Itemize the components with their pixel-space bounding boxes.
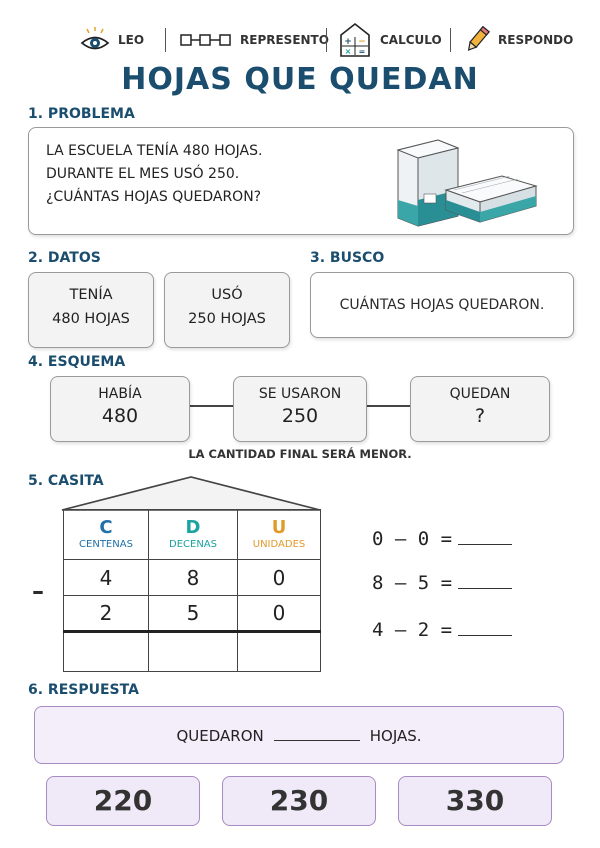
steps-bar: LEO REPRESENTO + − × = CALCULO [0, 22, 600, 58]
equation-units: 0 – 0 = [372, 528, 513, 550]
result-cell[interactable] [63, 631, 149, 672]
answer-sentence: QUEDARON HOJAS. [35, 727, 563, 745]
step-label: REPRESENTO [240, 33, 329, 47]
step-respondo: RESPONDO [464, 22, 573, 58]
column-header-unidades: U UNIDADES [237, 509, 321, 560]
digit-cell: 5 [148, 595, 238, 633]
dato-uso-box: USÓ 250 HOJAS [164, 272, 290, 348]
answer-after: HOJAS. [369, 727, 422, 745]
boxes-icon [180, 34, 231, 46]
svg-text:−: − [358, 37, 366, 47]
busco-text: CUÁNTAS HOJAS QUEDARON. [339, 297, 545, 313]
section-heading-problema: 1. PROBLEMA [28, 106, 135, 122]
answer-before: QUEDARON [176, 727, 264, 745]
result-cell[interactable] [148, 631, 238, 672]
column-letter: C [99, 516, 113, 538]
dato-label: USÓ [211, 287, 243, 303]
answer-line[interactable] [458, 530, 513, 545]
schema-value: ? [474, 405, 486, 427]
result-cell[interactable] [237, 631, 321, 672]
column-word: DECENAS [169, 538, 217, 550]
problem-line: DURANTE EL MES USÓ 250. [46, 166, 240, 182]
dato-tenia-box: TENÍA 480 HOJAS [28, 272, 154, 348]
table-row: 2 5 0 [63, 595, 321, 633]
result-row [63, 631, 321, 672]
svg-text:=: = [359, 47, 366, 56]
column-letter: U [271, 516, 287, 538]
step-label: LEO [118, 33, 145, 47]
dato-label: TENÍA [69, 287, 113, 303]
section-heading-esquema: 4. ESQUEMA [28, 354, 126, 370]
schema-quedan-box: QUEDAN ? [410, 376, 550, 442]
section-heading-busco: 3. BUSCO [310, 250, 385, 266]
schema-label: HABÍA [98, 386, 142, 402]
step-leo: LEO [80, 22, 144, 58]
equation-tens: 8 – 5 = [372, 572, 513, 594]
svg-text:×: × [345, 47, 352, 56]
equation-text: 0 – 0 = [372, 528, 453, 550]
calculator-house-icon: + − × = [340, 22, 370, 57]
option-button-1[interactable]: 220 [46, 776, 200, 826]
answer-line[interactable] [458, 621, 513, 636]
dato-value: 250 HOJAS [188, 311, 266, 327]
equation-text: 8 – 5 = [372, 572, 453, 594]
schema-label: QUEDAN [449, 386, 511, 402]
option-button-2[interactable]: 230 [222, 776, 376, 826]
step-represento: REPRESENTO [180, 22, 329, 58]
schema-habia-box: HABÍA 480 [50, 376, 190, 442]
divider [165, 28, 166, 52]
column-word: UNIDADES [252, 538, 306, 550]
schema-note: LA CANTIDAD FINAL SERÁ MENOR. [188, 447, 412, 461]
casita-table: C CENTENAS D DECENAS U UNIDADES 4 8 0 2 … [63, 509, 321, 672]
svg-text:+: + [344, 37, 352, 47]
minus-sign: – [32, 577, 44, 605]
section-heading-casita: 5. CASITA [28, 473, 104, 489]
problem-line: LA ESCUELA TENÍA 480 HOJAS. [46, 143, 263, 159]
casita-roof [61, 476, 321, 511]
step-label: RESPONDO [498, 33, 574, 47]
answer-box: QUEDARON HOJAS. [34, 706, 564, 764]
section-heading-datos: 2. DATOS [28, 250, 101, 266]
option-button-3[interactable]: 330 [398, 776, 552, 826]
digit-cell: 4 [63, 559, 149, 596]
equation-hundreds: 4 – 2 = [372, 619, 513, 641]
digit-cell: 2 [63, 595, 149, 633]
schema-connector [188, 405, 234, 407]
problem-text: LA ESCUELA TENÍA 480 HOJAS. DURANTE EL M… [46, 140, 262, 209]
schema-value: 250 [281, 405, 319, 427]
column-header-decenas: D DECENAS [148, 509, 238, 560]
eye-icon [80, 27, 110, 50]
schema-label: SE USARON [258, 386, 342, 402]
schema-connector [364, 405, 410, 407]
column-letter: D [185, 516, 201, 538]
dato-value: 480 HOJAS [52, 311, 130, 327]
paper-reams-illustration [396, 139, 538, 227]
page-title: HOJAS QUE QUEDAN [121, 62, 479, 97]
answer-line[interactable] [458, 574, 513, 589]
schema-se-usaron-box: SE USARON 250 [233, 376, 367, 442]
pencil-icon [467, 25, 490, 51]
digit-cell: 0 [237, 595, 321, 633]
answer-blank[interactable] [273, 728, 360, 741]
schema-value: 480 [101, 405, 139, 427]
section-heading-respuesta: 6. RESPUESTA [28, 682, 139, 698]
step-label: CALCULO [380, 33, 442, 47]
busco-box: CUÁNTAS HOJAS QUEDARON. [310, 272, 574, 338]
table-row: 4 8 0 [63, 559, 321, 596]
equation-text: 4 – 2 = [372, 619, 453, 641]
problem-line: ¿CUÁNTAS HOJAS QUEDARON? [46, 189, 262, 205]
column-word: CENTENAS [79, 538, 133, 550]
divider [450, 28, 451, 52]
digit-cell: 8 [148, 559, 238, 596]
divider [326, 28, 327, 52]
step-calculo: + − × = CALCULO [338, 22, 442, 58]
digit-cell: 0 [237, 559, 321, 596]
column-header-centenas: C CENTENAS [63, 509, 149, 560]
